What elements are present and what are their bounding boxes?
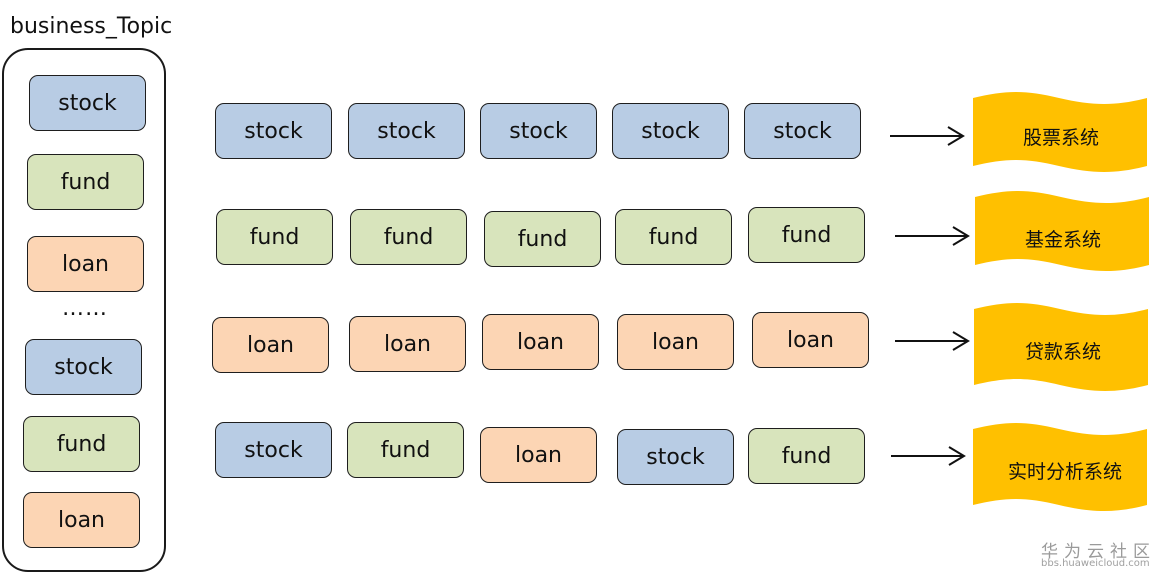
system-label-analytics: 实时分析系统 <box>1007 461 1123 483</box>
right-arrow-icon <box>891 446 966 466</box>
system-shape <box>973 92 1147 172</box>
topic-ellipsis: …… <box>62 296 108 321</box>
system-shape <box>974 303 1148 391</box>
system-label-stock: 股票系统 <box>1022 127 1100 149</box>
row-3-message-3: loan <box>482 314 599 370</box>
row-4-message-1: stock <box>215 422 332 478</box>
topic-item-loan: loan <box>23 492 140 548</box>
row-4-message-3: loan <box>480 427 597 483</box>
watermark-name: 华为云社区 <box>1041 542 1156 562</box>
row-1-message-2: stock <box>348 103 465 159</box>
system-fill <box>975 191 1149 271</box>
row-1-message-4: stock <box>612 103 729 159</box>
system-shape <box>973 423 1147 511</box>
topic-item-fund: fund <box>27 154 144 210</box>
topic-item-fund: fund <box>23 416 140 472</box>
row-3-message-2: loan <box>349 316 466 372</box>
row-4-message-5: fund <box>748 428 865 484</box>
row-2-message-1: fund <box>216 209 333 265</box>
row-3-message-5: loan <box>752 312 869 368</box>
row-3-message-4: loan <box>617 314 734 370</box>
topic-container <box>2 48 166 572</box>
topic-item-stock: stock <box>25 339 142 395</box>
row-2-message-4: fund <box>615 209 732 265</box>
row-2-message-5: fund <box>748 207 865 263</box>
row-2-message-3: fund <box>484 211 601 267</box>
row-2-message-2: fund <box>350 209 467 265</box>
row-3-message-1: loan <box>212 317 329 373</box>
right-arrow-icon <box>890 126 965 146</box>
system-fill <box>973 423 1147 511</box>
row-1-message-3: stock <box>480 103 597 159</box>
row-1-message-5: stock <box>744 103 861 159</box>
row-4-message-4: stock <box>617 429 734 485</box>
topic-item-loan: loan <box>27 236 144 292</box>
topic-title: business_Topic <box>10 14 173 39</box>
right-arrow-icon <box>895 226 970 246</box>
system-fill <box>973 92 1147 172</box>
row-4-message-2: fund <box>347 422 464 478</box>
system-shape <box>975 191 1149 271</box>
watermark-url: bbs.huaweicloud.com <box>1041 558 1150 569</box>
row-1-message-1: stock <box>215 103 332 159</box>
right-arrow-icon <box>895 331 970 351</box>
system-label-fund: 基金系统 <box>1024 229 1102 251</box>
topic-item-stock: stock <box>29 75 146 131</box>
system-fill <box>974 303 1148 391</box>
system-label-loan: 贷款系统 <box>1024 341 1102 363</box>
